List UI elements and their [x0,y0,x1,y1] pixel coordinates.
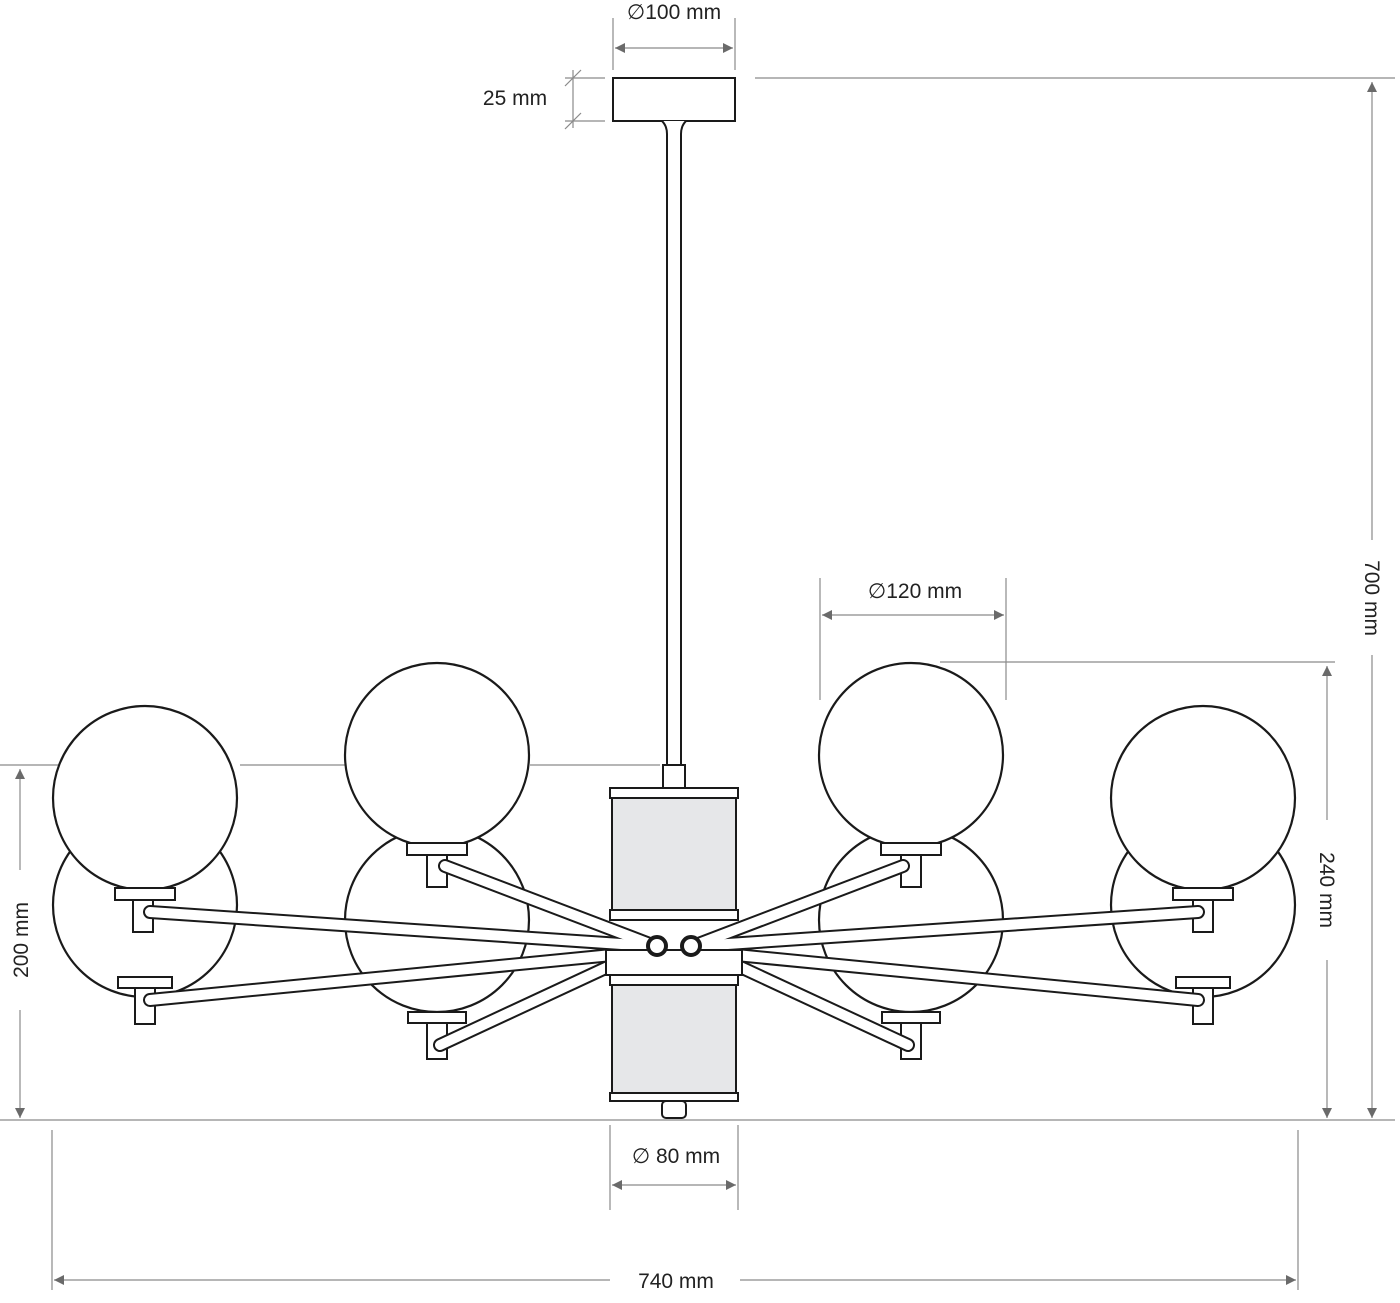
central-body [605,787,743,1119]
bottom-finial [661,1100,687,1119]
arm-joint [680,935,702,957]
arm-joint [646,935,668,957]
total-width-label: 740 mm [638,1270,714,1293]
ceiling-canopy [612,77,736,122]
suspension-rod [661,120,687,766]
arms [143,859,1205,1052]
globe [1109,704,1297,892]
total-height-label: 700 mm [1360,560,1383,636]
body-height-label: 240 mm [1315,852,1338,928]
globe-diameter-label: ∅120 mm [868,580,962,603]
dimension-arrows [15,43,1377,1285]
body-diameter-label: ∅ 80 mm [632,1145,720,1168]
globe [817,661,1005,849]
globe [343,661,531,849]
front-globes [51,661,1297,892]
rod-coupler [662,764,686,789]
globe [51,704,239,892]
extension-lines [0,18,1395,1290]
lower-height-label: 200 mm [10,902,33,978]
canopy-diameter-label: ∅100 mm [627,1,721,24]
socket-holders [114,842,1234,1060]
canopy-height-label: 25 mm [483,87,547,110]
